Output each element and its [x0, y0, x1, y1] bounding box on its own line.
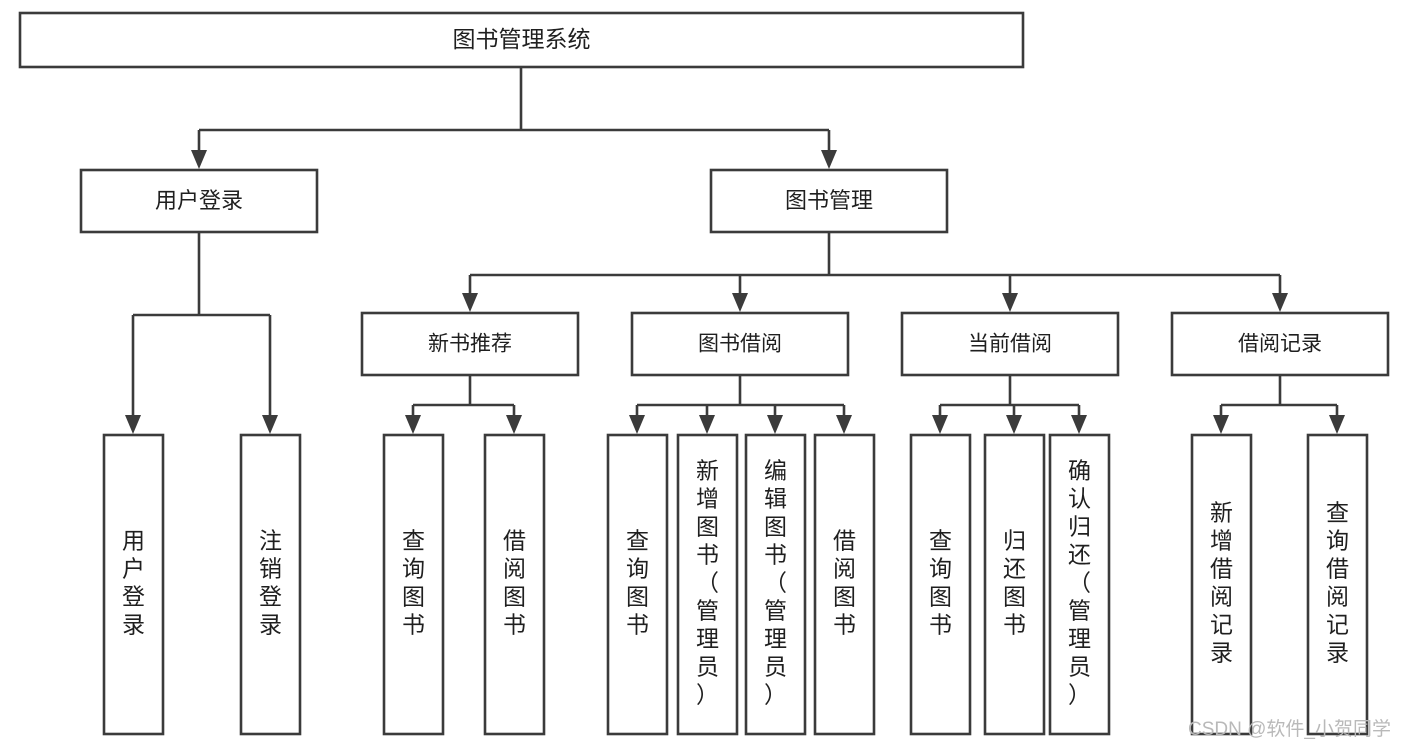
leaf-node-leaf-add-book-admin[interactable]: 新增图书（管理员）: [676, 433, 739, 736]
node-box: [360, 311, 580, 377]
arrow-head-icon: [1213, 415, 1229, 434]
node-box: [1306, 433, 1369, 736]
arrow-head-icon: [125, 415, 141, 434]
node-box: [102, 433, 165, 736]
leaf-node-leaf-borrow-book-recommend[interactable]: 借阅图书: [483, 433, 546, 736]
node-box: [382, 433, 445, 736]
connector-new-book-recommend-to-leaves: [405, 375, 522, 434]
leaf-node-leaf-query-book-borrow[interactable]: 查询图书: [606, 433, 669, 736]
node-user-login[interactable]: 用户登录: [79, 168, 319, 234]
connector-book-management-to-level2: [462, 232, 1288, 312]
node-box: [983, 433, 1046, 736]
leaf-node-leaf-return-book[interactable]: 归还图书: [983, 433, 1046, 736]
leaf-node-label: 注销登录: [259, 528, 282, 638]
arrow-head-icon: [262, 415, 278, 434]
leaf-node-label: 查询图书: [626, 528, 649, 638]
node-box: [709, 168, 949, 234]
arrow-head-icon: [629, 415, 645, 434]
connector-current-borrow-to-leaves: [932, 375, 1087, 434]
arrow-head-icon: [191, 150, 207, 169]
leaf-node-label: 查询图书: [402, 528, 425, 638]
node-box: [630, 311, 850, 377]
leaf-node-label: 归还图书: [1003, 528, 1026, 638]
connector-borrow-record-to-leaves: [1213, 375, 1345, 434]
arrow-head-icon: [932, 415, 948, 434]
arrow-head-icon: [1071, 415, 1087, 434]
arrow-head-icon: [506, 415, 522, 434]
node-box: [483, 433, 546, 736]
node-label: 当前借阅: [968, 333, 1052, 356]
arrow-head-icon: [836, 415, 852, 434]
node-current-borrow[interactable]: 当前借阅: [900, 311, 1120, 377]
leaf-node-leaf-query-book-current[interactable]: 查询图书: [909, 433, 972, 736]
node-box: [676, 433, 739, 736]
arrow-head-icon: [462, 293, 478, 312]
leaf-node-leaf-query-book-recommend[interactable]: 查询图书: [382, 433, 445, 736]
node-box: [900, 311, 1120, 377]
connector-root-to-level1: [191, 67, 837, 169]
connector-layer: [125, 67, 1345, 434]
node-borrow-record[interactable]: 借阅记录: [1170, 311, 1390, 377]
node-box: [1170, 311, 1390, 377]
leaf-node-leaf-query-borrow-record[interactable]: 查询借阅记录: [1306, 433, 1369, 736]
leaf-node-leaf-add-borrow-record[interactable]: 新增借阅记录: [1190, 433, 1253, 736]
leaf-node-leaf-logout[interactable]: 注销登录: [239, 433, 302, 736]
leaf-node-label: 确认归还（管理员）: [1068, 458, 1091, 708]
arrow-head-icon: [821, 150, 837, 169]
node-box: [744, 433, 807, 736]
leaf-node-label: 用户登录: [122, 528, 145, 638]
node-box: [606, 433, 669, 736]
leaf-node-leaf-user-login[interactable]: 用户登录: [102, 433, 165, 736]
leaf-node-label: 新增图书（管理员）: [696, 458, 719, 708]
leaf-node-leaf-confirm-return-admin[interactable]: 确认归还（管理员）: [1048, 433, 1111, 736]
arrow-head-icon: [1002, 293, 1018, 312]
node-label: 新书推荐: [428, 333, 512, 356]
node-box: [813, 433, 876, 736]
connector-user-login-to-leaves: [125, 232, 278, 434]
node-new-book-recommend[interactable]: 新书推荐: [360, 311, 580, 377]
leaf-node-leaf-edit-book-admin[interactable]: 编辑图书（管理员）: [744, 433, 807, 736]
leaf-node-label: 查询图书: [929, 528, 952, 638]
node-book-management[interactable]: 图书管理: [709, 168, 949, 234]
leaf-node-label: 查询借阅记录: [1326, 500, 1349, 666]
node-label: 借阅记录: [1238, 333, 1322, 356]
node-box: [79, 168, 319, 234]
arrow-head-icon: [1329, 415, 1345, 434]
arrow-head-icon: [767, 415, 783, 434]
node-label: 图书管理系统: [453, 26, 591, 52]
node-box: [1048, 433, 1111, 736]
arrow-head-icon: [1006, 415, 1022, 434]
node-box: [239, 433, 302, 736]
arrow-head-icon: [405, 415, 421, 434]
leaf-node-label: 新增借阅记录: [1210, 500, 1233, 666]
leaf-node-label: 借阅图书: [503, 528, 526, 638]
node-label: 用户登录: [155, 188, 243, 213]
leaf-node-label: 借阅图书: [833, 528, 856, 638]
node-root[interactable]: 图书管理系统: [18, 11, 1025, 69]
connector-book-borrow-to-leaves: [629, 375, 852, 434]
arrow-head-icon: [1272, 293, 1288, 312]
node-box: [18, 11, 1025, 69]
node-label: 图书借阅: [698, 333, 782, 356]
node-box: [1190, 433, 1253, 736]
node-layer: 图书管理系统用户登录图书管理新书推荐图书借阅当前借阅借阅记录用户登录注销登录查询…: [18, 11, 1390, 736]
arrow-head-icon: [732, 293, 748, 312]
csdn-watermark: CSDN @软件_小贺同学: [1188, 719, 1391, 740]
arrow-head-icon: [699, 415, 715, 434]
node-label: 图书管理: [785, 188, 873, 213]
node-box: [909, 433, 972, 736]
node-book-borrow[interactable]: 图书借阅: [630, 311, 850, 377]
leaf-node-leaf-borrow-book[interactable]: 借阅图书: [813, 433, 876, 736]
leaf-node-label: 编辑图书（管理员）: [764, 458, 787, 708]
